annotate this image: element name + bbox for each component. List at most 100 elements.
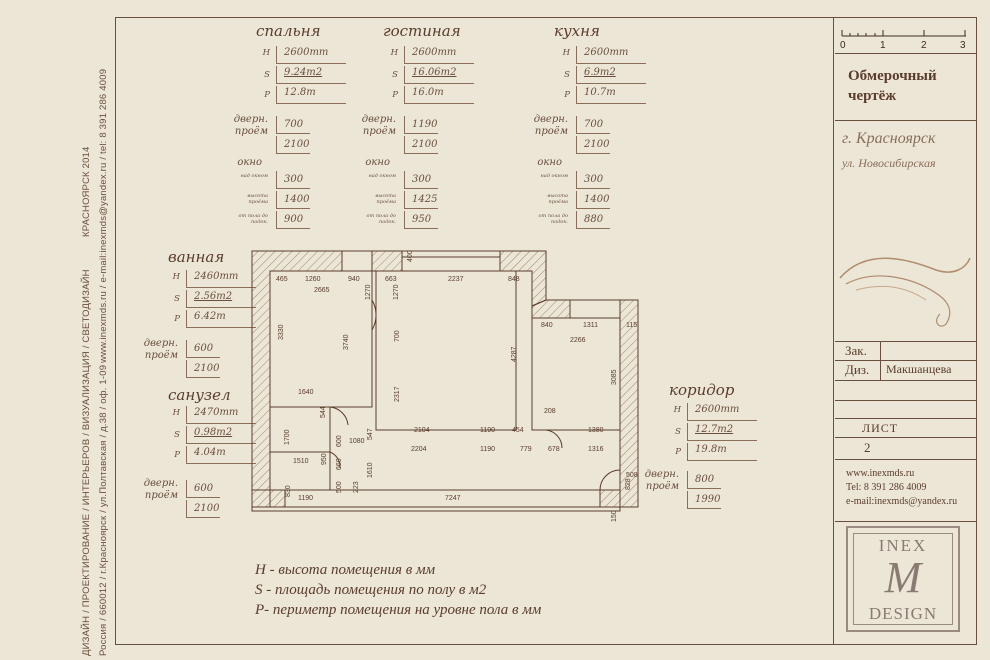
dimension-label: 2204	[411, 446, 427, 453]
param-label-win-b: высота проёма	[247, 193, 268, 205]
contact-tel: Tel: 8 391 286 4009	[846, 482, 927, 493]
legend-h: H - высота помещения в мм	[255, 562, 436, 578]
param-win-a: 300	[412, 174, 432, 185]
param-label-door: дверн. проём	[143, 338, 178, 361]
param-label-window: окно	[237, 157, 262, 168]
param-s: 0.98m2	[194, 427, 233, 438]
dimension-label: 600	[336, 435, 343, 447]
address-street: ул. Новосибирская	[842, 156, 936, 170]
param-win-c: 950	[412, 214, 432, 225]
param-label-win-c: от пола до подок.	[238, 213, 268, 225]
address-city: г. Красноярск	[842, 130, 936, 147]
param-label-s: S	[392, 70, 398, 80]
dimension-label: 1260	[305, 276, 321, 283]
dimension-label: 678	[548, 446, 560, 453]
dimension-label: 848	[508, 276, 520, 283]
param-label-h: H	[262, 48, 270, 58]
scale-tick-0: 0	[840, 40, 846, 51]
legend-s: S - площадь помещения по полу в м2	[255, 582, 487, 598]
param-label-h: H	[562, 48, 570, 58]
param-label-win-c: от пола до подок.	[538, 213, 568, 225]
sheet-number: 2	[864, 440, 871, 455]
dimension-label: 1640	[298, 389, 314, 396]
label-zak: Зак.	[845, 343, 867, 358]
dimension-label: 950	[321, 453, 328, 465]
param-label-door: дверн. проём	[143, 478, 178, 501]
param-s: 2.56m2	[194, 291, 233, 302]
param-door-w: 800	[695, 474, 715, 485]
logo-monogram: M	[884, 553, 922, 602]
contact-email: e-mail:inexmds@yandex.ru	[846, 496, 958, 507]
param-h: 2470mm	[194, 407, 239, 418]
dimension-label: 208	[544, 408, 556, 415]
param-h: 2600mm	[584, 47, 629, 58]
param-door-w: 700	[284, 119, 304, 130]
ornament-flourish	[839, 257, 971, 327]
label-sheet: ЛИСТ	[862, 421, 899, 435]
dimension-label: 1510	[293, 458, 309, 465]
label-diz: Диз.	[845, 362, 870, 377]
dimension-label: 940	[348, 276, 360, 283]
room-title-vannaya: ванная	[168, 248, 225, 266]
param-win-b: 1425	[412, 194, 438, 205]
dimension-label: 544	[320, 406, 327, 418]
param-s: 6.9m2	[584, 67, 616, 78]
dimension-label: 4287	[511, 346, 518, 362]
param-label-s: S	[675, 427, 681, 437]
dimension-label: 1610	[367, 462, 374, 478]
param-label-p: P	[174, 314, 180, 324]
dimension-label: 2237	[448, 276, 464, 283]
param-label-win-c: от пола до подок.	[366, 213, 396, 225]
param-label-p: P	[675, 447, 681, 457]
param-door-h: 2100	[194, 363, 220, 374]
param-win-c: 900	[284, 214, 304, 225]
param-door-w: 600	[194, 483, 214, 494]
param-win-a: 300	[584, 174, 604, 185]
dimension-label: 1270	[393, 284, 400, 300]
param-label-win-a: над окном	[540, 173, 568, 179]
dimension-label: 1700	[284, 429, 291, 445]
param-door-w: 600	[194, 343, 214, 354]
sheet-frame	[115, 17, 977, 645]
param-label-s: S	[174, 430, 180, 440]
param-door-h: 2100	[584, 139, 610, 150]
param-h: 2600mm	[695, 404, 740, 415]
param-h: 2600mm	[412, 47, 457, 58]
dimension-label: 700	[394, 330, 401, 342]
param-label-p: P	[174, 450, 180, 460]
param-label-window: окно	[537, 157, 562, 168]
param-s: 12.7m2	[695, 424, 734, 435]
param-label-p: P	[264, 90, 270, 100]
param-win-a: 300	[284, 174, 304, 185]
scale-bar: 0 1 2 3	[840, 30, 966, 51]
dimension-label: 547	[367, 428, 374, 440]
dimension-label: 660	[336, 458, 343, 470]
legend-p: P- периметр помещения на уровне пола в м…	[255, 602, 542, 618]
dimension-label: 3330	[278, 324, 285, 340]
param-label-door: дверн. проём	[361, 114, 396, 137]
walls	[251, 250, 639, 512]
param-p: 10.7m	[584, 87, 616, 98]
dimension-label: 2665	[314, 287, 330, 294]
param-label-h: H	[172, 272, 180, 282]
param-label-h: H	[172, 408, 180, 418]
param-door-w: 1190	[412, 119, 438, 130]
scale-tick-1: 1	[880, 40, 886, 51]
dimension-label: 400	[407, 250, 414, 262]
param-label-win-b: высота проёма	[547, 193, 568, 205]
dimension-label: 465	[276, 276, 288, 283]
dimension-label: 1190	[480, 427, 495, 434]
param-label-door: дверн. проём	[233, 114, 268, 137]
room-title-sanuzel: санузел	[168, 386, 231, 404]
param-label-win-a: над окном	[240, 173, 268, 179]
dimension-label: 500	[336, 481, 343, 493]
param-h: 2460mm	[194, 271, 239, 282]
param-s: 16.06m2	[412, 67, 457, 78]
param-label-s: S	[264, 70, 270, 80]
dimension-label: 508	[626, 472, 638, 479]
dimension-label: 1080	[349, 438, 365, 445]
param-label-win-b: высота проёма	[375, 193, 396, 205]
dimension-label: 828	[625, 478, 632, 490]
scale-tick-3: 3	[960, 40, 966, 51]
